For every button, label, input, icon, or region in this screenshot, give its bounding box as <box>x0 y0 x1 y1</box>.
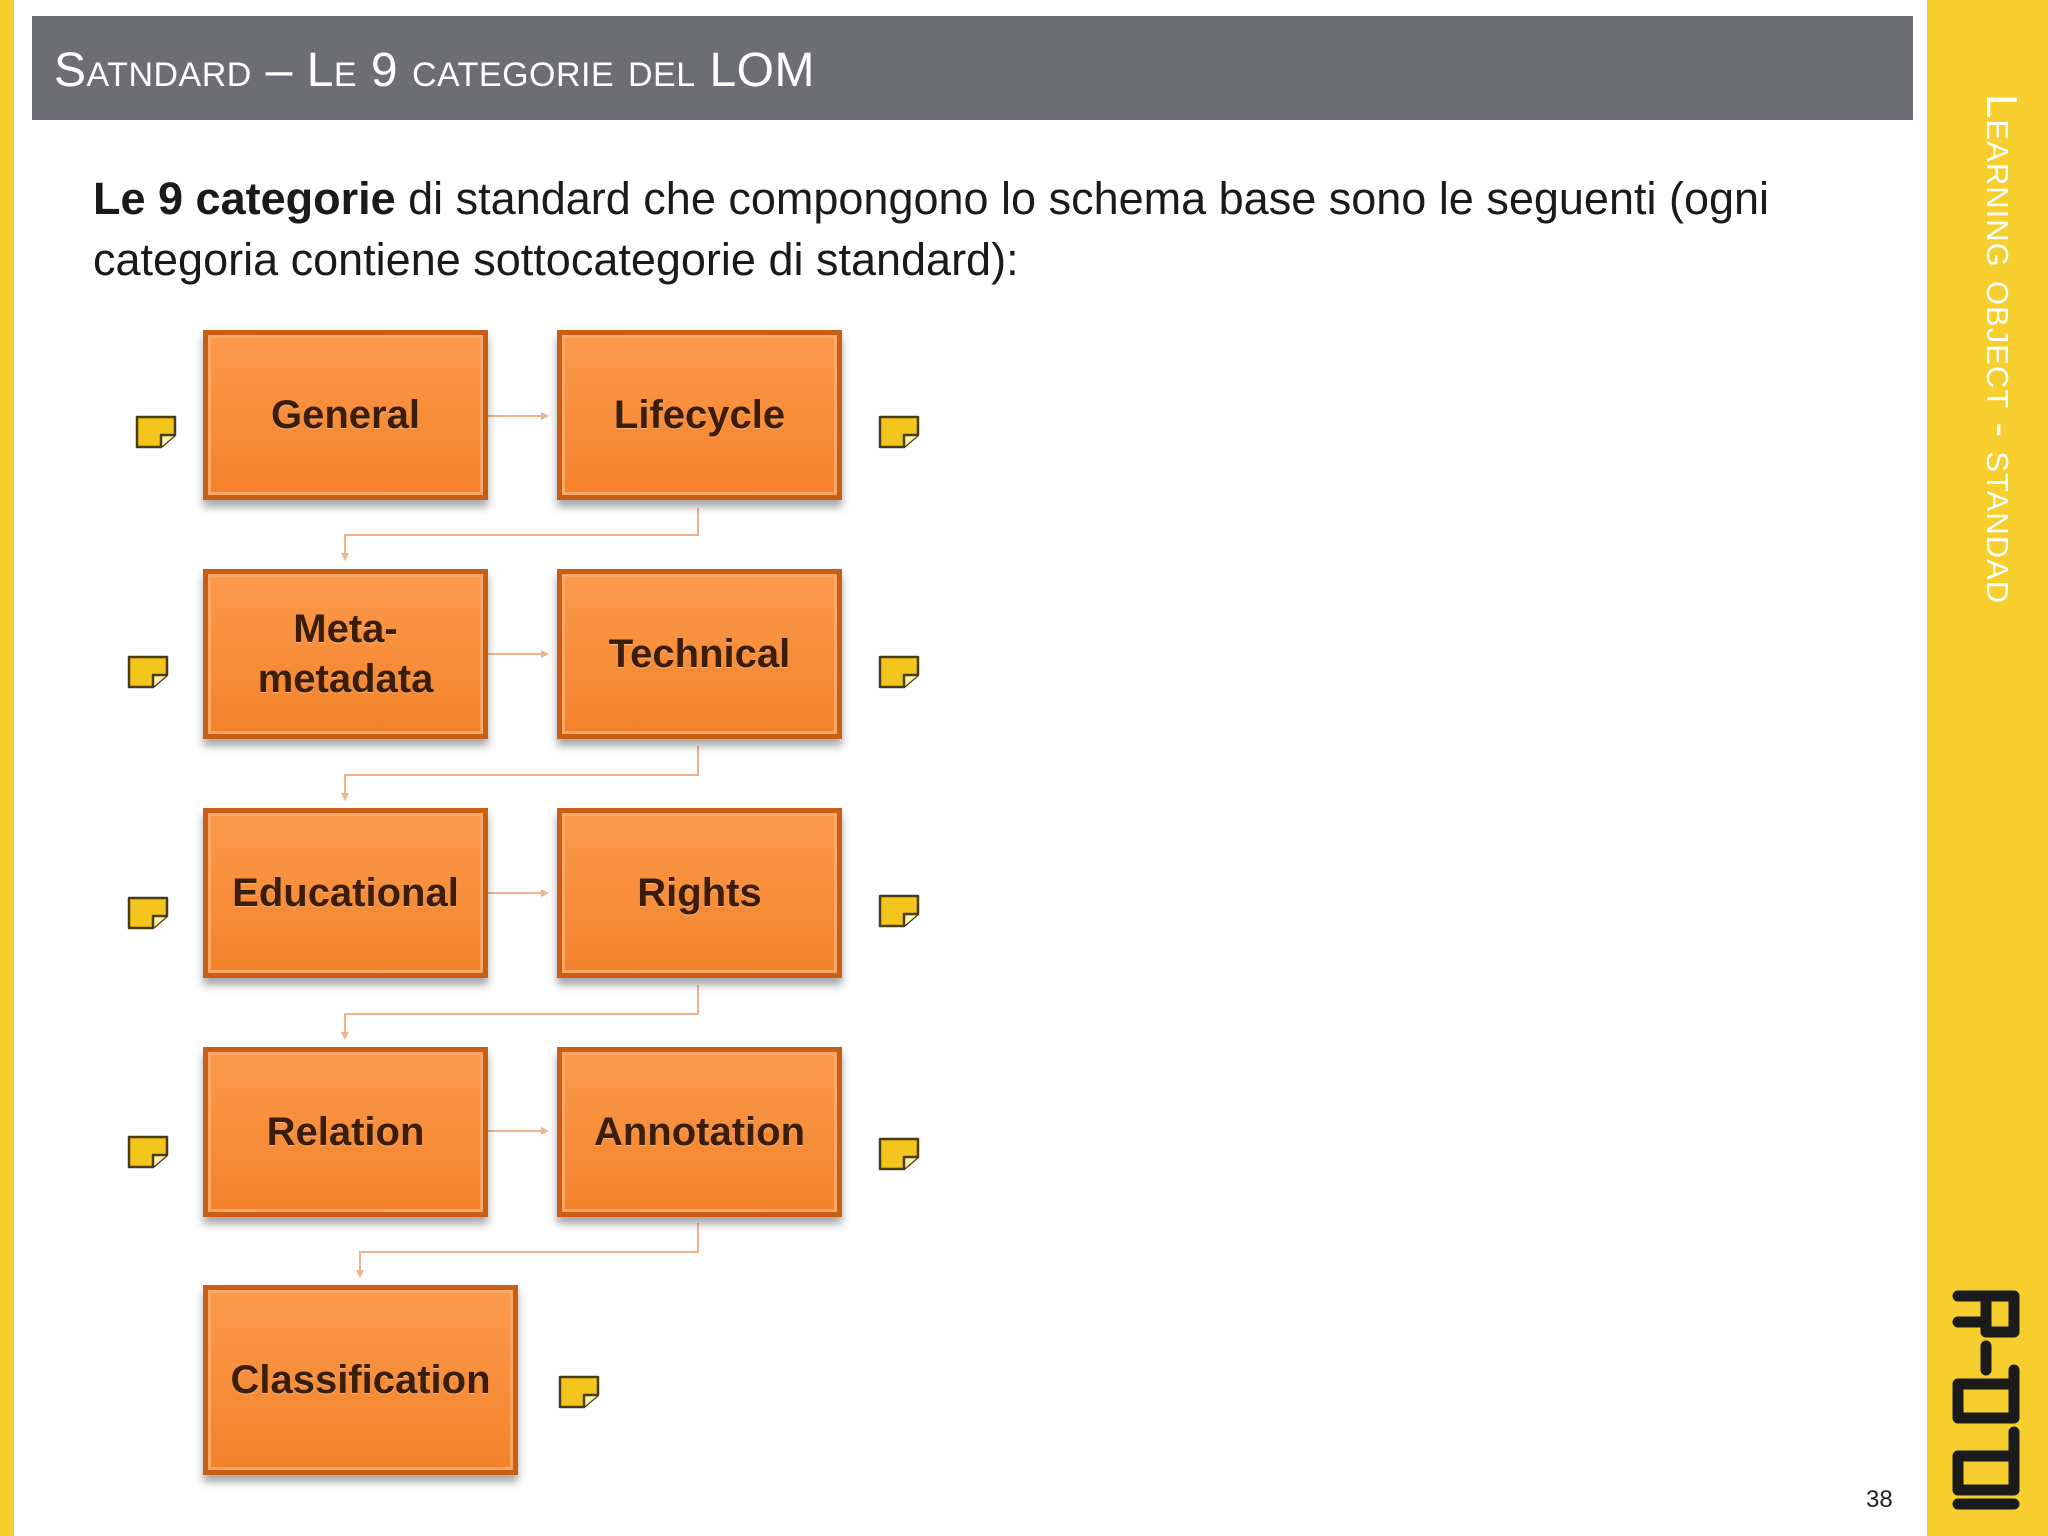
category-meta-metadata: Meta- metadata <box>203 569 488 739</box>
category-technical: Technical <box>557 569 842 739</box>
category-general: General <box>203 330 488 500</box>
slide: Satndard – Le 9 categorie del LOM Le 9 c… <box>14 0 1927 1536</box>
title-bar: Satndard – Le 9 categorie del LOM <box>32 16 1913 120</box>
intro-text: di standard che compongono lo schema bas… <box>93 173 1770 285</box>
intro-bold: Le 9 categorie <box>93 173 396 224</box>
side-section-label: Learning object - standad <box>1977 94 2026 605</box>
sticky-note-icon[interactable] <box>878 894 920 928</box>
sticky-note-icon[interactable] <box>878 415 920 449</box>
category-relation: Relation <box>203 1047 488 1217</box>
category-annotation: Annotation <box>557 1047 842 1217</box>
intro-paragraph: Le 9 categorie di standard che compongon… <box>93 168 1873 290</box>
sticky-note-icon[interactable] <box>878 1137 920 1171</box>
sticky-note-icon[interactable] <box>127 896 169 930</box>
page-title: Satndard – Le 9 categorie del LOM <box>54 44 815 97</box>
sticky-note-icon[interactable] <box>127 1135 169 1169</box>
sticky-note-icon[interactable] <box>558 1375 600 1409</box>
category-rights: Rights <box>557 808 842 978</box>
category-classification: Classification <box>203 1285 518 1475</box>
category-educational: Educational <box>203 808 488 978</box>
sticky-note-icon[interactable] <box>878 655 920 689</box>
edida-logo: e-dida <box>1952 1290 2020 1510</box>
sticky-note-icon[interactable] <box>127 655 169 689</box>
category-lifecycle: Lifecycle <box>557 330 842 500</box>
sticky-note-icon[interactable] <box>135 415 177 449</box>
page-number: 38 <box>1866 1486 1893 1513</box>
